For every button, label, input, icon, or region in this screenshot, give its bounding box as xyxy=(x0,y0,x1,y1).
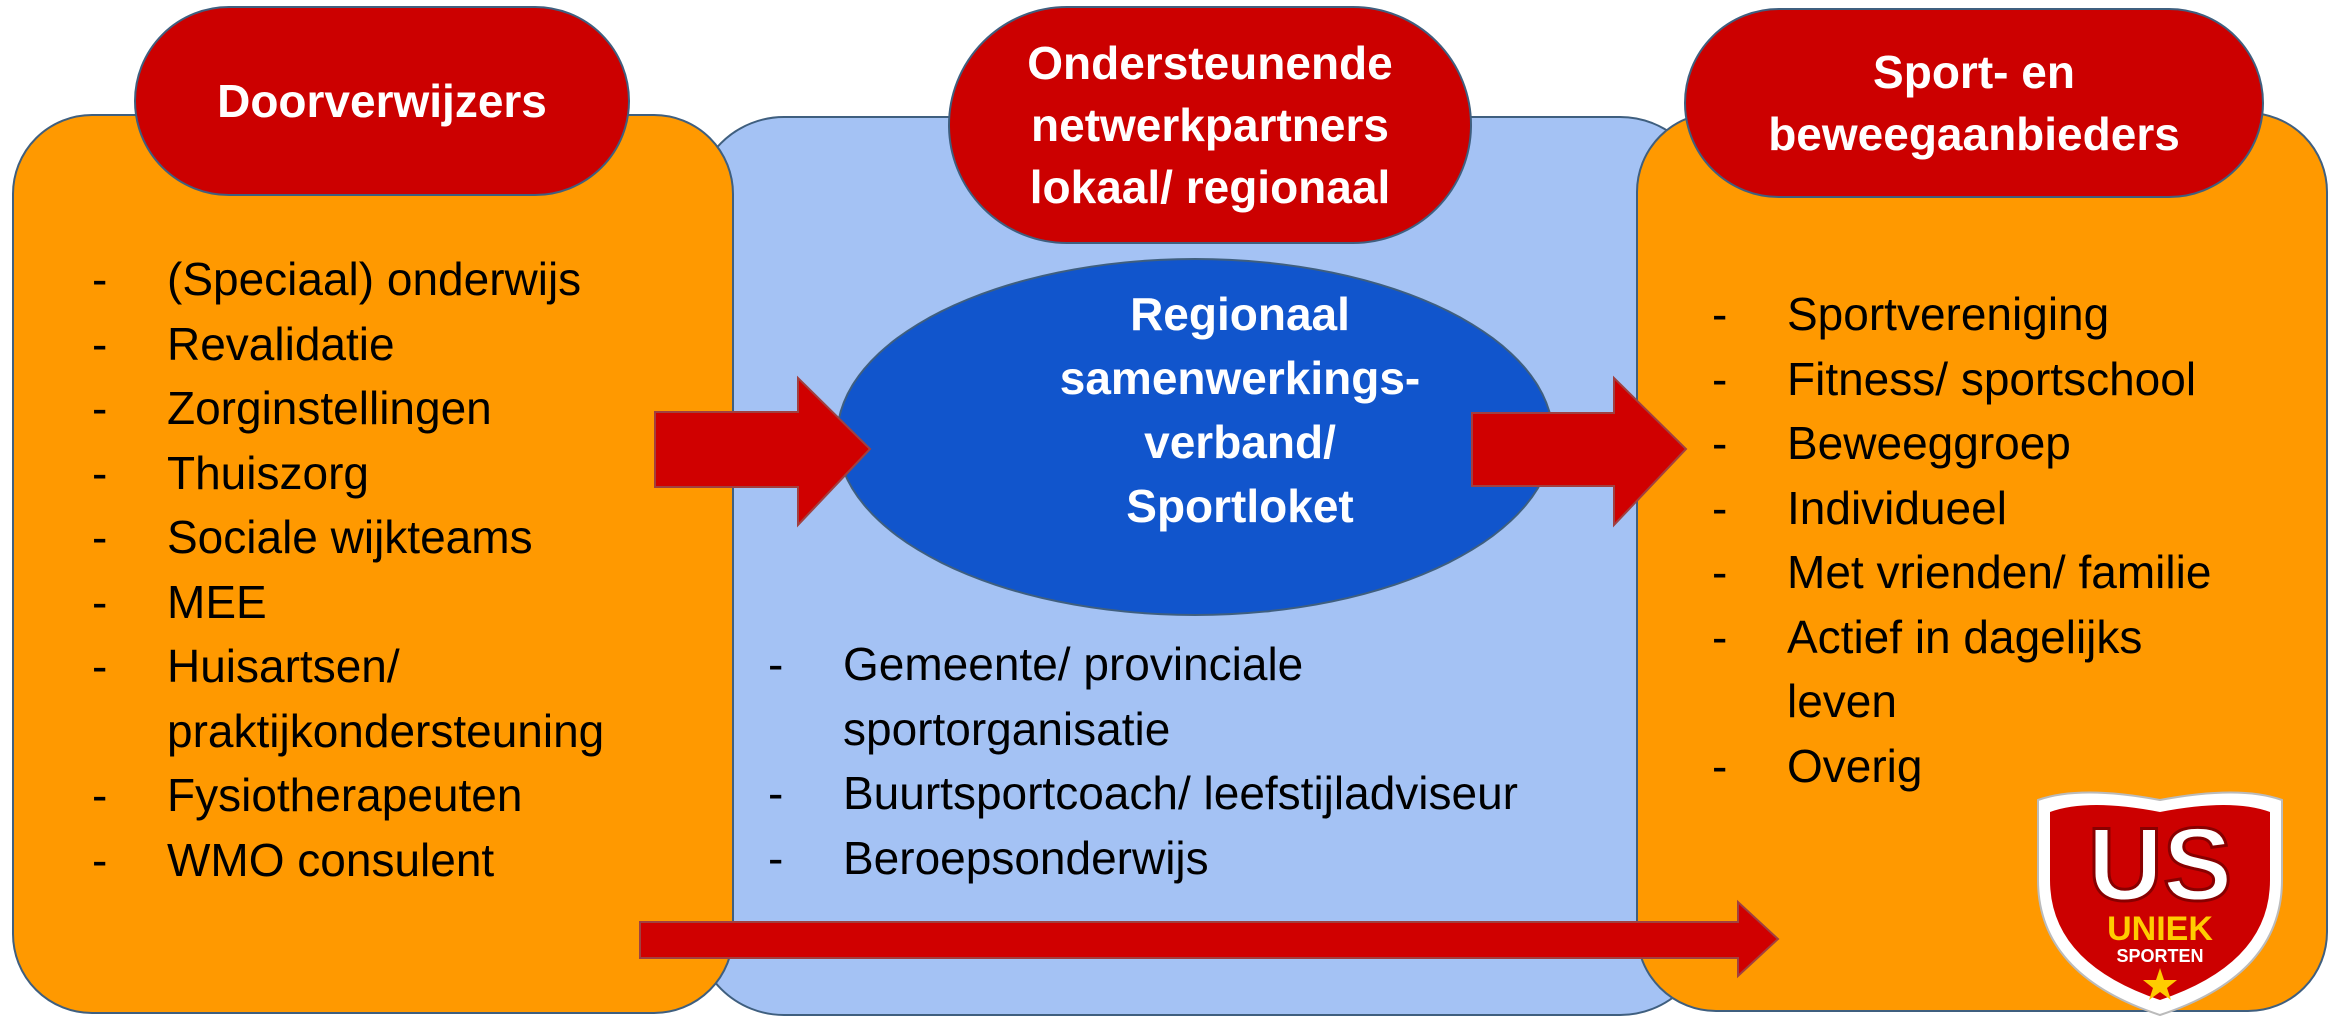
list-item-text: WMO consulent xyxy=(167,833,495,886)
list-item: - Overig xyxy=(1700,734,2211,799)
text-line: lokaal/ regionaal xyxy=(1029,161,1391,213)
list-item-text: Individueel xyxy=(1787,481,2007,534)
bullet-dash: - xyxy=(92,511,108,563)
list-item-text: Beweeggroep xyxy=(1787,417,2071,469)
list-item-text: Thuiszorg xyxy=(167,446,369,499)
list-item: - Thuiszorg xyxy=(80,441,604,506)
star-icon xyxy=(2143,968,2177,1000)
list-item: - Met vrienden/ familie xyxy=(1700,540,2211,605)
uniek-sporten-logo: US UNIEK SPORTEN xyxy=(2037,791,2283,1017)
bullet-dash: - xyxy=(1712,610,1728,663)
text-line: Doorverwijzers xyxy=(217,75,547,127)
list-item-text: Sportvereniging xyxy=(1787,288,2110,340)
list-item-text: Sociale wijkteams xyxy=(167,511,533,563)
list-item: - Beweeggroep xyxy=(1700,411,2211,476)
network-partners-list: - Gemeente/ provinciale sportorganisatie - B… xyxy=(756,632,1518,890)
bullet-dash: - xyxy=(1712,288,1728,340)
bullet-dash: - xyxy=(92,317,108,370)
providers-header: Sport- en beweegaanbieders xyxy=(1684,8,2264,198)
list-item: - Buurtsportcoach/ leefstijladviseur xyxy=(756,761,1518,826)
list-item-text: Beroepsonderwijs xyxy=(843,831,1209,884)
list-item-text: Overig xyxy=(1787,739,1923,792)
bullet-dash: - xyxy=(1712,546,1728,598)
text-line: netwerkpartners xyxy=(1031,99,1389,151)
list-item: - MEE xyxy=(80,570,604,635)
text-line: Ondersteunende xyxy=(1027,37,1393,89)
list-item-text: MEE xyxy=(167,575,267,628)
list-item: - (Speciaal) onderwijs xyxy=(80,247,604,312)
bullet-dash: - xyxy=(92,446,108,499)
list-item-text: (Speciaal) onderwijs xyxy=(167,253,582,305)
list-item: - Actief in dagelijks xyxy=(1700,605,2211,670)
bullet-dash: - xyxy=(1712,739,1728,792)
referrers-panel xyxy=(12,114,734,1014)
list-item: - Beroepsonderwijs xyxy=(756,826,1518,891)
list-item-text: Huisartsen/ xyxy=(167,640,400,692)
text-line: verband/ xyxy=(1144,416,1336,468)
bullet-dash: - xyxy=(92,640,108,692)
bullet-dash: - xyxy=(92,382,108,434)
list-item: leven xyxy=(1700,669,2211,734)
network-partners-header: Ondersteunende netwerkpartners lokaal/ reg… xyxy=(948,6,1472,244)
list-item: - WMO consulent xyxy=(80,828,604,893)
list-item: - Fysiotherapeuten xyxy=(80,763,604,828)
bullet-dash: - xyxy=(92,769,108,821)
text-line: Sport- en xyxy=(1873,46,2075,98)
list-item-text: Zorginstellingen xyxy=(167,382,492,434)
list-item-text: Buurtsportcoach/ leefstijladviseur xyxy=(843,767,1518,819)
bullet-dash: - xyxy=(1712,481,1728,534)
bullet-dash: - xyxy=(1712,352,1728,405)
list-item: - Sociale wijkteams xyxy=(80,505,604,570)
referrers-header: Doorverwijzers xyxy=(134,6,630,196)
list-item-text: sportorganisatie xyxy=(843,702,1171,755)
bullet-dash: - xyxy=(1712,417,1728,469)
bullet-dash: - xyxy=(92,253,108,305)
list-item: - Gemeente/ provinciale xyxy=(756,632,1518,697)
list-item-text: Actief in dagelijks xyxy=(1787,610,2143,663)
bullet-dash: - xyxy=(92,575,108,628)
text-line: samenwerkings- xyxy=(1059,352,1421,404)
bullet-dash: - xyxy=(92,833,108,886)
list-item: praktijkondersteuning xyxy=(80,699,604,764)
arrow-left-to-center xyxy=(654,375,872,528)
list-item-text: Gemeente/ provinciale xyxy=(843,638,1304,690)
text-line: Regionaal xyxy=(1130,288,1350,340)
list-item: sportorganisatie xyxy=(756,697,1518,762)
arrow-left-to-right-bottom xyxy=(639,899,1780,979)
text-line: Sportloket xyxy=(1126,480,1354,532)
referrers-list: - (Speciaal) onderwijs - Revalidatie - Zorgin… xyxy=(80,247,604,892)
list-item-text: Revalidatie xyxy=(167,317,395,370)
regional-cooperation-ellipse xyxy=(836,258,1554,616)
list-item-text: praktijkondersteuning xyxy=(167,704,605,757)
list-item: - Revalidatie xyxy=(80,312,604,377)
bullet-dash: - xyxy=(768,831,784,884)
text-line: beweegaanbieders xyxy=(1768,108,2180,160)
providers-list: - Sportvereniging - Fitness/ sportschool - Be… xyxy=(1700,282,2211,798)
list-item: - Fitness/ sportschool xyxy=(1700,347,2211,412)
list-item: - Huisartsen/ xyxy=(80,634,604,699)
logo-sporten-text: SPORTEN xyxy=(2116,946,2203,966)
regional-cooperation-label: Regionaal samenwerkings-verband/Sportloke… xyxy=(1040,282,1440,538)
logo-us-text: US xyxy=(2088,807,2232,923)
bullet-dash: - xyxy=(768,638,784,690)
list-item: - Zorginstellingen xyxy=(80,376,604,441)
list-item-text: Fysiotherapeuten xyxy=(167,769,523,821)
list-item-text: Met vrienden/ familie xyxy=(1787,546,2212,598)
list-item-text: Fitness/ sportschool xyxy=(1787,352,2197,405)
list-item: - Individueel xyxy=(1700,476,2211,541)
bullet-dash: - xyxy=(768,767,784,819)
arrow-center-to-right xyxy=(1471,375,1688,528)
logo-uniek-text: UNIEK xyxy=(2107,910,2213,948)
list-item-text: leven xyxy=(1787,675,1897,727)
list-item: - Sportvereniging xyxy=(1700,282,2211,347)
